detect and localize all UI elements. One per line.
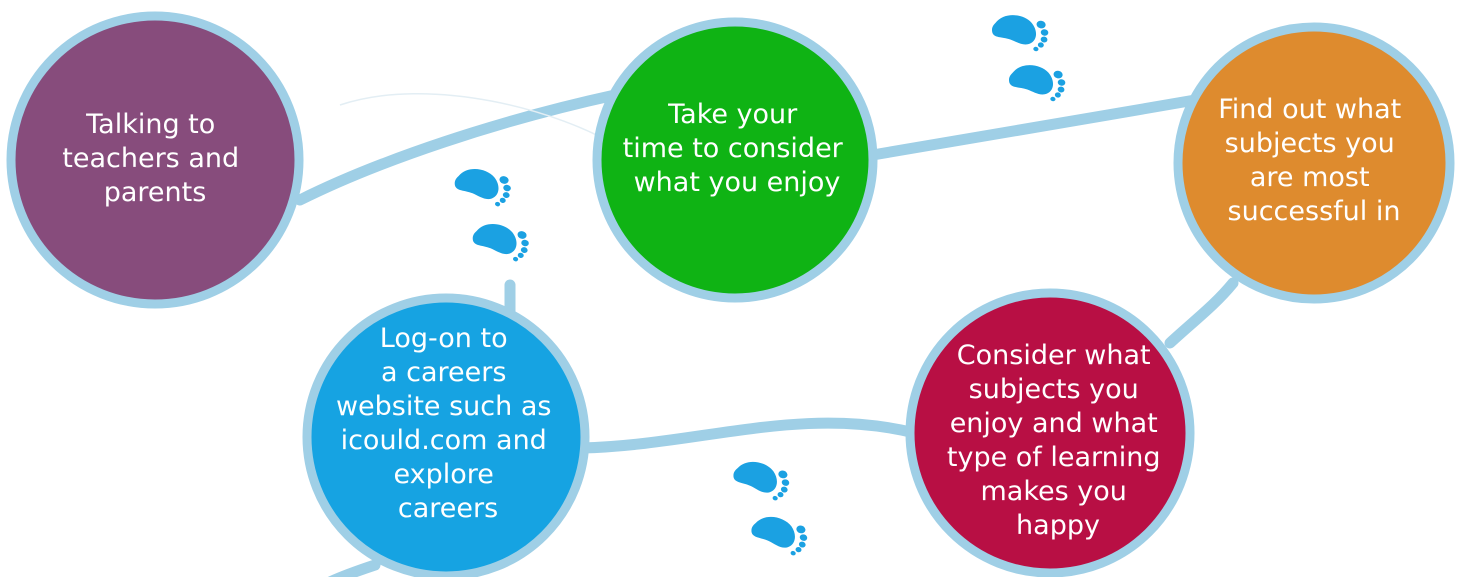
step-line: enjoy and what — [950, 408, 1158, 439]
step-text-find-out: Find out what subjects you are most succ… — [1218, 94, 1410, 227]
thin-curve — [339, 92, 621, 149]
step-text-consider: Consider what subjects you enjoy and wha… — [947, 340, 1169, 541]
step-line: subjects you — [969, 374, 1139, 405]
step-line: a careers — [381, 357, 506, 388]
connector-take-time-to-find-out — [849, 94, 1201, 164]
step-circle-talking: Talking to teachers and parents — [6, 11, 304, 309]
connector-log-on-to-edge — [327, 559, 381, 577]
step-line: what you enjoy — [634, 167, 841, 198]
step-line: teachers and — [62, 143, 239, 174]
step-line: Log-on to — [380, 323, 508, 354]
step-line: icould.com and — [341, 425, 547, 456]
step-line: careers — [398, 493, 498, 524]
footprints-icon — [451, 163, 533, 264]
footprint-right — [1006, 60, 1069, 104]
step-line: time to consider — [623, 133, 844, 164]
step-line: type of learning — [947, 442, 1161, 473]
step-line: Consider what — [957, 340, 1151, 371]
footprint-right — [469, 218, 533, 264]
step-circle-find-out: Find out what subjects you are most succ… — [1173, 22, 1455, 304]
step-circle-log-on: Log-on to a careers website such as icou… — [302, 293, 590, 577]
step-line: website such as — [336, 391, 552, 422]
step-line: happy — [1016, 510, 1100, 541]
footprints-icon — [989, 10, 1069, 104]
step-circle-consider: Consider what subjects you enjoy and wha… — [905, 288, 1195, 577]
step-circle-find-out-fill — [1173, 22, 1455, 304]
footprint-left — [729, 456, 794, 504]
step-line: subjects you — [1225, 128, 1395, 159]
step-line: parents — [104, 177, 207, 208]
step-line: successful in — [1228, 196, 1401, 227]
connector-consider-to-log-on — [576, 417, 921, 454]
step-text-take-time: Take your time to consider what you enjo… — [623, 99, 852, 198]
step-circle-take-time: Take your time to consider what you enjo… — [592, 17, 878, 303]
step-circle-talking-fill — [6, 11, 304, 309]
step-text-talking: Talking to teachers and parents — [62, 109, 247, 208]
step-circle-log-on-fill — [302, 293, 590, 577]
step-line: makes you — [981, 476, 1127, 507]
connector-find-out-to-consider — [1164, 277, 1239, 349]
step-line: Find out what — [1218, 94, 1401, 125]
footprint-left — [451, 163, 515, 209]
step-line: are most — [1250, 162, 1370, 193]
step-line: Talking to — [85, 109, 215, 140]
step-circle-take-time-fill — [592, 17, 878, 303]
step-circle-consider-fill — [905, 288, 1195, 577]
footprint-left — [989, 10, 1052, 54]
connector-talking-to-take-time — [294, 89, 621, 206]
connector-paths — [294, 89, 1239, 577]
step-line: explore — [394, 459, 494, 490]
footprint-right — [747, 511, 812, 559]
footprints-icon — [729, 456, 812, 559]
step-text-log-on: Log-on to a careers website such as icou… — [336, 323, 560, 524]
step-line: Take your — [667, 99, 798, 130]
